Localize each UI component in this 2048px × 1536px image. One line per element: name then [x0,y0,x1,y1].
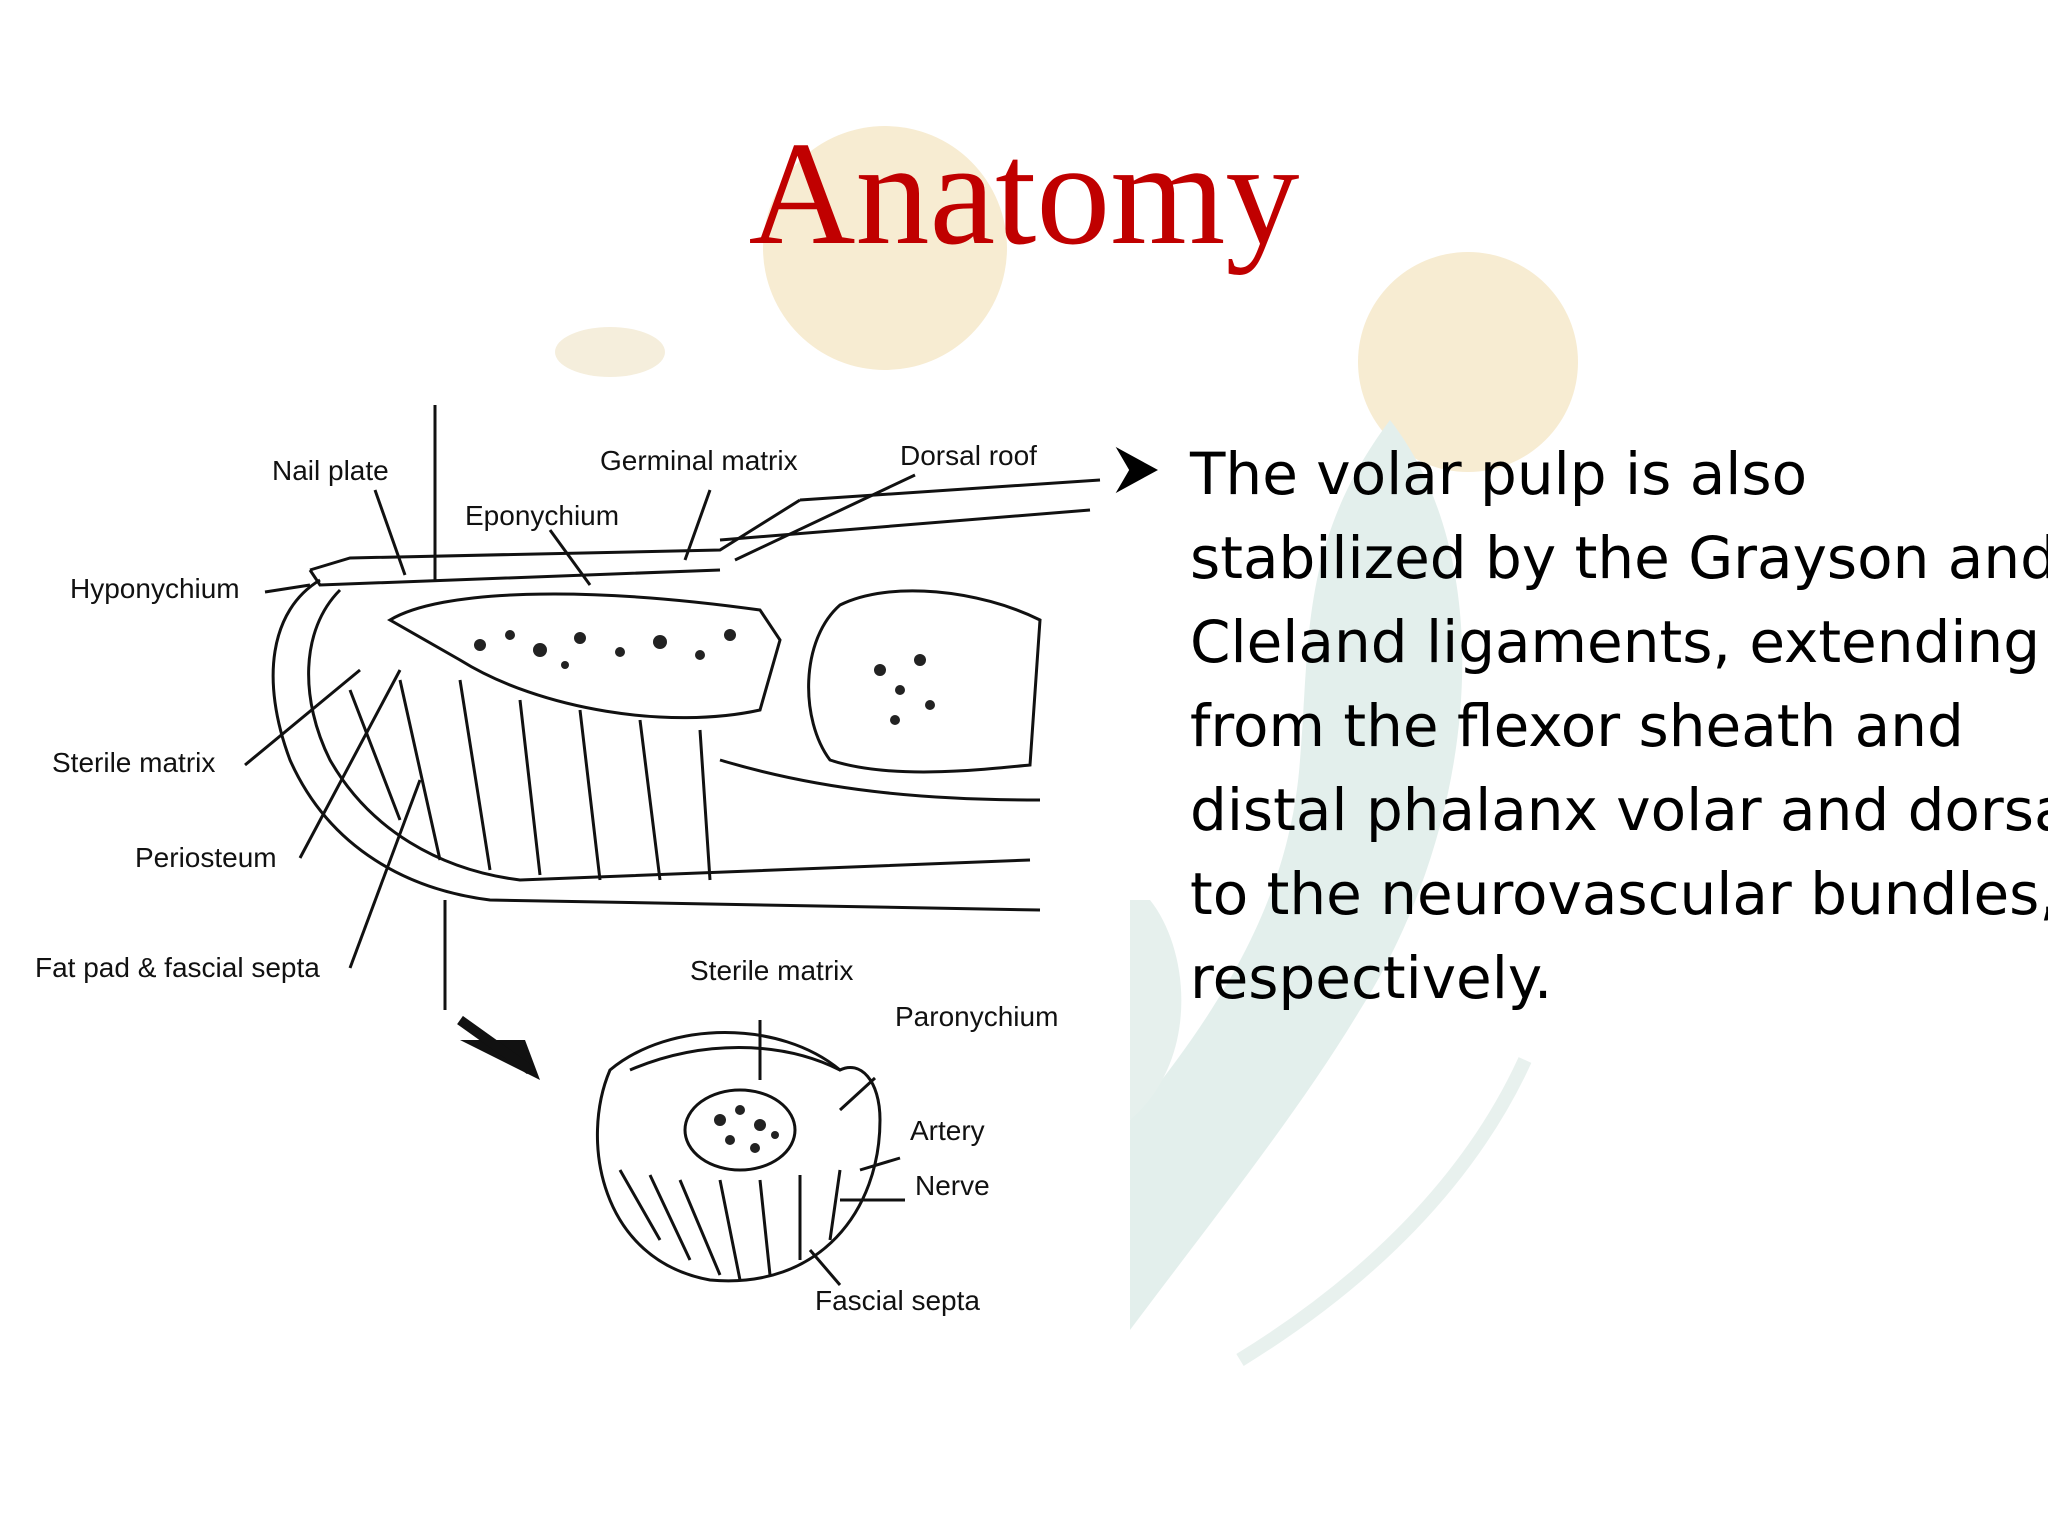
cross-section-septa [618,1169,842,1281]
cross-bone-stipple [714,1105,779,1153]
distal-phalanx [387,592,782,720]
deco-leaf-left [1130,900,1182,1120]
leader-eponychium [548,529,592,586]
bone-marrow-stipple [474,629,935,725]
deco-circle-small [555,327,665,377]
slide-title: Anatomy [748,112,1300,276]
label-periosteum: Periosteum [135,842,277,873]
finger-dorsum-2 [719,508,1091,542]
label-sterile-matrix: Sterile matrix [52,747,215,778]
leader-nail-plate [373,489,407,576]
label-dorsal-roof: Dorsal roof [900,440,1037,471]
septa [348,679,712,881]
label-paronychium: Paronychium [895,1001,1058,1032]
bullet-text: The volar pulp is also stabilized by the… [1190,440,2048,1012]
flexor-tendon [719,758,1041,802]
arrow-bullet-icon [1113,445,1158,495]
leader-fat-pad [348,779,422,969]
label-hyponychium: Hyponychium [70,573,240,604]
label-artery: Artery [910,1115,985,1146]
leader-periosteum [298,669,402,859]
arrow-body [457,1015,533,1075]
label-fat-pad: Fat pad & fascial septa [35,952,320,983]
label-fascial-septa: Fascial septa [815,1285,980,1316]
leader-paronychium [838,1076,877,1112]
cross-section-bone [683,1088,797,1172]
leader-dorsal-roof [734,473,916,562]
finger-outline [271,578,1041,912]
finger-dorsum [799,478,1101,502]
cross-section-nail [629,1046,841,1072]
label-cross-sterile-matrix: Sterile matrix [690,955,853,986]
deco-leaf-stroke [1236,1057,1532,1366]
nail-plate [308,498,801,587]
finger-anatomy-diagram: Nail plate Germinal matrix Dorsal roof E… [35,405,1101,1316]
middle-phalanx [807,589,1042,774]
deco-circle-large [763,126,1007,370]
deco-circle-right [1358,252,1578,472]
leader-fascial-septa [808,1249,842,1286]
leader-hyponychium [264,583,311,594]
arrow-head [460,1040,540,1080]
label-nerve: Nerve [915,1170,990,1201]
leader-sterile [244,668,361,767]
deco-leaf [1130,420,1463,1330]
label-germinal-matrix: Germinal matrix [600,445,798,476]
finger-volar-inner [307,588,1031,882]
leader-artery [859,1156,901,1172]
label-eponychium: Eponychium [465,500,619,531]
label-nail-plate: Nail plate [272,455,389,486]
leader-germinal [683,489,712,561]
